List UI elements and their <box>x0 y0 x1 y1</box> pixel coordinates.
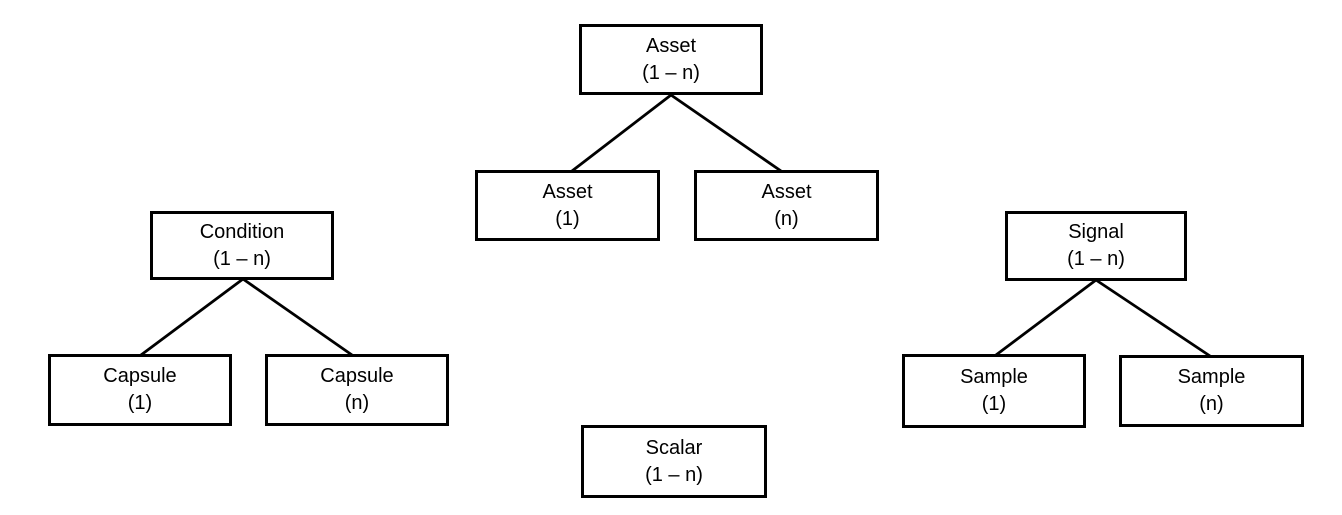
node-sample-n: Sample (n) <box>1119 355 1304 427</box>
node-cardinality: (1) <box>981 393 1007 415</box>
node-asset-root: Asset (1 – n) <box>579 24 763 95</box>
node-capsule-1: Capsule (1) <box>48 354 232 426</box>
node-label: Asset <box>761 180 812 203</box>
node-label: Capsule <box>103 365 177 387</box>
node-capsule-n: Capsule (n) <box>265 354 449 426</box>
node-asset-1: Asset (1) <box>475 170 660 241</box>
node-label: Condition <box>199 220 285 243</box>
node-cardinality: (1 – n) <box>213 247 271 270</box>
node-label: Scalar <box>645 436 703 459</box>
node-asset-n: Asset (n) <box>694 170 879 241</box>
node-cardinality: (n) <box>774 207 799 230</box>
edge-signal-to-sample-n <box>1094 278 1212 358</box>
node-label: Sample <box>960 366 1028 388</box>
node-label: Asset <box>542 180 593 203</box>
node-scalar: Scalar (1 – n) <box>581 425 767 498</box>
edge-asset-root-to-asset-1 <box>570 93 673 173</box>
node-cardinality: (n) <box>1199 393 1224 415</box>
node-signal-root: Signal (1 – n) <box>1005 211 1187 281</box>
node-cardinality: (1 – n) <box>1067 248 1125 270</box>
node-cardinality: (1 – n) <box>645 463 703 486</box>
node-label: Capsule <box>320 365 394 387</box>
node-cardinality: (n) <box>344 392 370 414</box>
node-sample-1: Sample (1) <box>902 354 1086 428</box>
edge-asset-root-to-asset-n <box>669 93 783 173</box>
node-cardinality: (1) <box>555 207 580 230</box>
node-cardinality: (1) <box>127 392 153 414</box>
node-label: Asset <box>645 34 697 57</box>
edge-condition-to-capsule-n <box>241 277 354 357</box>
node-condition-root: Condition (1 – n) <box>150 211 334 280</box>
node-cardinality: (1 – n) <box>642 61 700 84</box>
edge-condition-to-capsule-1 <box>139 277 245 357</box>
edge-signal-to-sample-1 <box>994 278 1098 357</box>
node-label: Signal <box>1068 221 1124 243</box>
node-label: Sample <box>1177 366 1246 388</box>
